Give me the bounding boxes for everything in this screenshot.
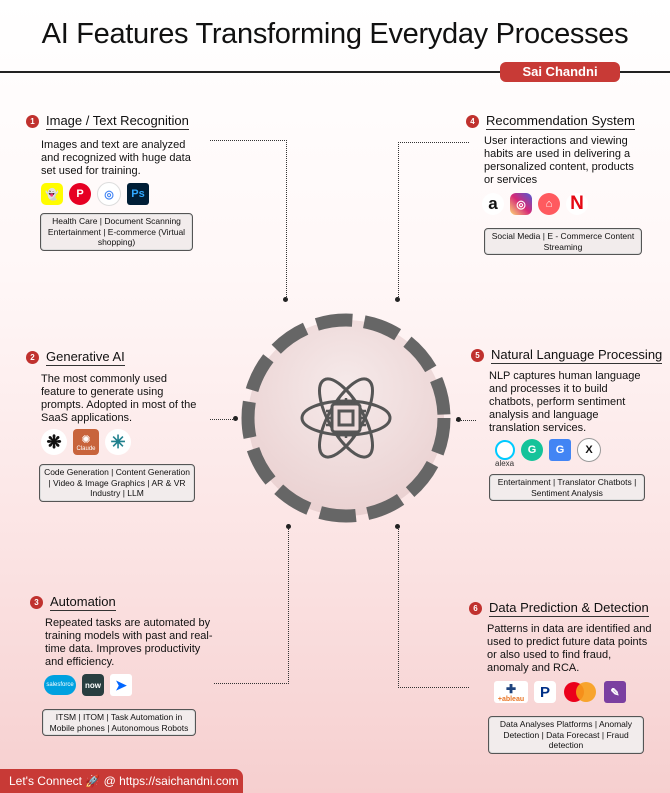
connector-1-dot: [283, 297, 288, 302]
photoshop-icon: Ps: [127, 183, 149, 205]
tableau-icon: ✚+ableau: [494, 681, 528, 703]
title-divider: [0, 71, 670, 73]
amazon-icon: a: [482, 193, 504, 215]
section-3-icons: salesforce now ➤: [44, 674, 132, 696]
claude-label: Claude: [76, 445, 96, 452]
section-4-description: User interactions and viewing habits are…: [484, 135, 634, 186]
paypal-icon: P: [534, 681, 556, 703]
section-number: 4: [466, 115, 479, 128]
section-title: Data Prediction & Detection: [489, 600, 649, 617]
connector-5-dot: [456, 417, 461, 422]
connector-6: [398, 527, 469, 688]
tableau-label: +ableau: [497, 695, 525, 703]
section-3-tags: ITSM | ITOM | Task Automation in Mobile …: [42, 709, 196, 736]
section-number: 3: [30, 596, 43, 609]
connector-4-dot: [395, 297, 400, 302]
section-2-description: The most commonly used feature to genera…: [41, 373, 197, 424]
author-badge: Sai Chandni: [500, 62, 620, 82]
perplexity-icon: ✳: [105, 429, 131, 455]
section-4-icons: a ◎ ⌂ N: [482, 193, 588, 215]
connector-6-dot: [395, 524, 400, 529]
ai-chip-atom-icon: [300, 377, 392, 459]
splunk-icon: ✎: [604, 681, 626, 703]
section-4-header: 4 Recommendation System: [466, 113, 635, 130]
section-title: Recommendation System: [486, 113, 635, 130]
connector-5: [456, 420, 476, 421]
section-2-tags: Code Generation | Content Generation | V…: [39, 464, 195, 502]
section-title: Natural Language Processing: [491, 347, 663, 364]
mastercard-icon: [562, 681, 598, 703]
section-5-header: 5 Natural Language Processing: [471, 347, 663, 364]
claude-icon: ✺Claude: [73, 429, 99, 455]
section-5-tags: Entertainment | Translator Chatbots | Se…: [489, 474, 645, 501]
section-title: Image / Text Recognition: [46, 113, 189, 130]
grammarly-icon: G: [521, 439, 543, 461]
chatgpt-icon: ❋: [41, 429, 67, 455]
section-number: 2: [26, 351, 39, 364]
connector-1: [210, 140, 287, 301]
section-title: Generative AI: [46, 349, 125, 366]
pinterest-icon: P: [69, 183, 91, 205]
section-2-header: 2 Generative AI: [26, 349, 125, 366]
section-number: 1: [26, 115, 39, 128]
airbnb-icon: ⌂: [538, 193, 560, 215]
salesforce-icon: salesforce: [44, 675, 76, 695]
section-1-description: Images and text are analyzed and recogni…: [41, 139, 191, 177]
instagram-icon: ◎: [510, 193, 532, 215]
section-6-description: Patterns in data are identified and used…: [487, 623, 652, 674]
section-number: 6: [469, 602, 482, 615]
section-6-tags: Data Analyses Platforms | Anomaly Detect…: [488, 716, 644, 754]
connector-2-dot: [233, 416, 238, 421]
alexa-label: alexa: [495, 459, 515, 468]
section-title: Automation: [50, 594, 116, 611]
connector-3: [214, 527, 289, 684]
servicenow-icon: now: [82, 674, 104, 696]
page-title: AI Features Transforming Everyday Proces…: [41, 18, 629, 50]
section-4-tags: Social Media | E - Commerce Content Stre…: [484, 228, 642, 255]
alexa-icon: [495, 440, 515, 460]
footer-connect-link[interactable]: Let's Connect 🚀 @ https://saichandni.com: [0, 769, 243, 793]
section-3-description: Repeated tasks are automated by training…: [45, 617, 213, 668]
section-1-tags: Health Care | Document Scanning Entertai…: [40, 213, 193, 251]
section-1-header: 1 Image / Text Recognition: [26, 113, 189, 130]
x-icon: X: [577, 438, 601, 462]
section-5-icons: G G X: [495, 438, 601, 462]
center-circle: [241, 313, 451, 523]
section-2-icons: ❋ ✺Claude ✳: [41, 429, 131, 455]
section-1-icons: 👻 P ◎ Ps: [41, 182, 149, 206]
connector-2: [210, 419, 235, 420]
snapchat-icon: 👻: [41, 183, 63, 205]
google-translate-icon: G: [549, 439, 571, 461]
section-6-icons: ✚+ableau P ✎: [494, 681, 626, 703]
google-lens-icon: ◎: [97, 182, 121, 206]
section-3-header: 3 Automation: [30, 594, 116, 611]
power-automate-icon: ➤: [110, 674, 132, 696]
netflix-icon: N: [566, 193, 588, 215]
section-5-description: NLP captures human language and processe…: [489, 370, 641, 434]
section-6-header: 6 Data Prediction & Detection: [469, 600, 649, 617]
section-number: 5: [471, 349, 484, 362]
connector-3-dot: [286, 524, 291, 529]
connector-4: [398, 142, 469, 301]
